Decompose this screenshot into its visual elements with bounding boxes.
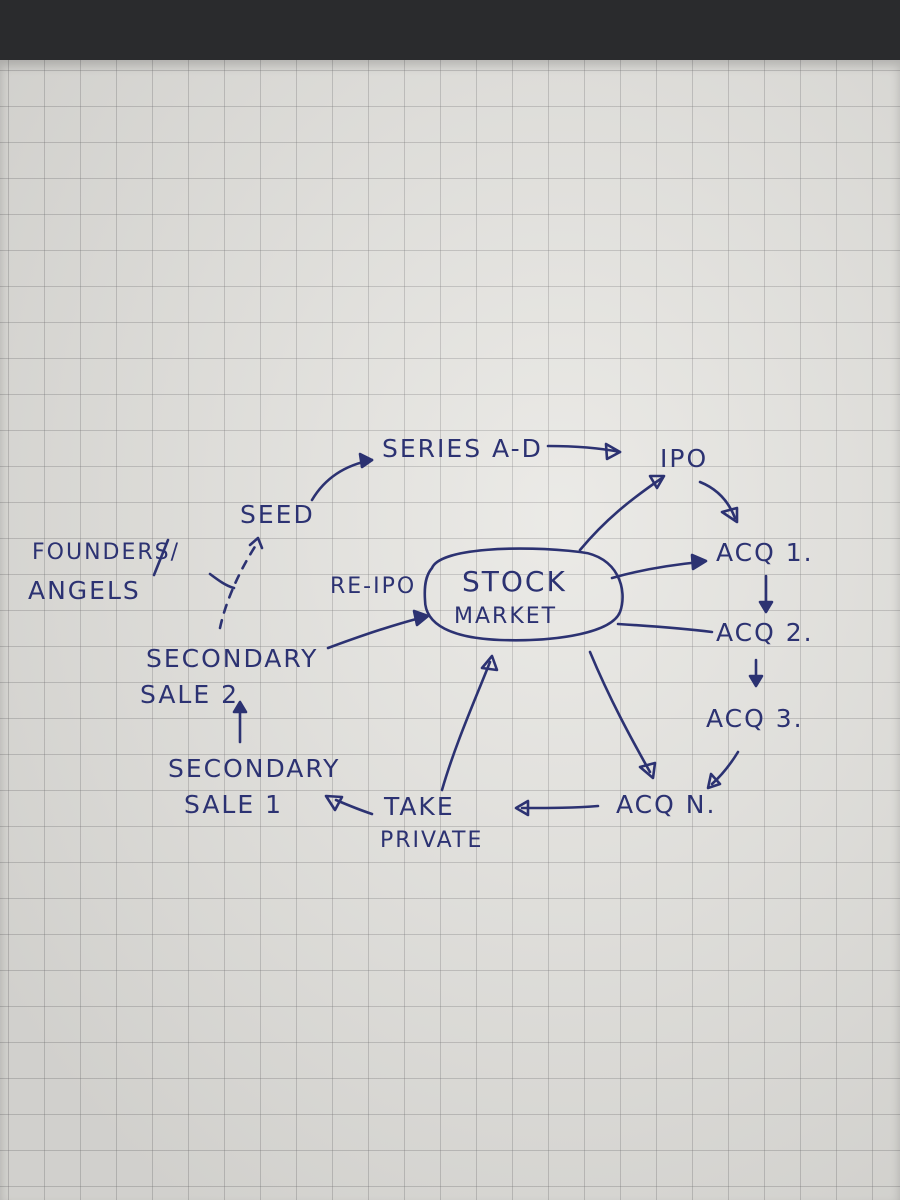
node-acq3: ACQ 3. xyxy=(706,704,804,733)
node-founders-line2: ANGELS xyxy=(28,576,141,605)
node-founders-line1: FOUNDERS/ xyxy=(32,540,181,565)
arrow-market-to-acq2 xyxy=(616,622,714,634)
arrow-sec2-to-market xyxy=(326,616,422,650)
arrow-takeprivate-to-sec1-head xyxy=(324,794,344,812)
arrow-acq3-to-acqn xyxy=(710,750,740,786)
arrow-acqn-to-takeprivate xyxy=(520,804,600,810)
arrow-seed-to-series-head xyxy=(358,452,374,469)
arrow-market-to-acq1-head xyxy=(690,553,708,571)
arrow-ipo-to-acq1 xyxy=(698,480,737,520)
arrow-acq3-to-acqn-head xyxy=(706,772,722,790)
node-ipo: IPO xyxy=(660,444,709,473)
arrow-market-to-acqn-head xyxy=(638,761,657,780)
dashed-sec2-to-seed-head xyxy=(248,536,264,550)
node-acq1: ACQ 1. xyxy=(716,538,814,567)
arrow-takeprivate-to-sec1 xyxy=(334,798,374,816)
arrow-market-to-acqn xyxy=(588,650,652,774)
arrow-takeprivate-to-market xyxy=(440,660,492,792)
arrow-series-to-ipo xyxy=(546,444,622,454)
arrow-takeprivate-to-market-head xyxy=(480,654,499,672)
dashed-sec2-to-seed xyxy=(218,543,258,630)
arrow-acqn-to-takeprivate-head xyxy=(514,799,530,817)
founders-slash xyxy=(152,538,170,577)
node-seed: SEED xyxy=(240,500,315,529)
arrow-acq1-to-acq2-head xyxy=(758,600,774,614)
arrow-series-to-ipo-head xyxy=(604,442,622,461)
arrow-sec1-to-sec2-head xyxy=(232,700,248,714)
arrow-market-to-ipo xyxy=(578,476,664,552)
arrow-ipo-to-acq1-head xyxy=(720,506,739,524)
node-series: SERIES A-D xyxy=(382,434,543,463)
node-acqn: ACQ N. xyxy=(616,790,717,819)
node-stock-line2: MARKET xyxy=(454,604,558,629)
node-stock-line1: STOCK xyxy=(462,565,567,598)
node-acq2: ACQ 2. xyxy=(716,618,814,647)
node-take-private-line2: PRIVATE xyxy=(380,828,484,853)
node-secondary1-line2: SALE 1 xyxy=(184,790,284,819)
arrow-acq2-to-acq3-head xyxy=(748,674,764,688)
stock-market-outline xyxy=(423,547,624,642)
node-secondary1-line1: SECONDARY xyxy=(168,754,341,783)
arrow-market-to-acq1 xyxy=(610,560,702,580)
node-secondary2-line1: SECONDARY xyxy=(146,644,319,673)
node-take-private-line1: TAKE xyxy=(384,792,455,821)
arrow-sec2-to-market-head xyxy=(412,609,430,627)
arrow-market-to-ipo-head xyxy=(648,474,666,490)
node-secondary2-line2: SALE 2 xyxy=(140,680,240,709)
node-re-ipo: RE-IPO xyxy=(330,574,417,599)
founders-connector xyxy=(208,572,236,590)
